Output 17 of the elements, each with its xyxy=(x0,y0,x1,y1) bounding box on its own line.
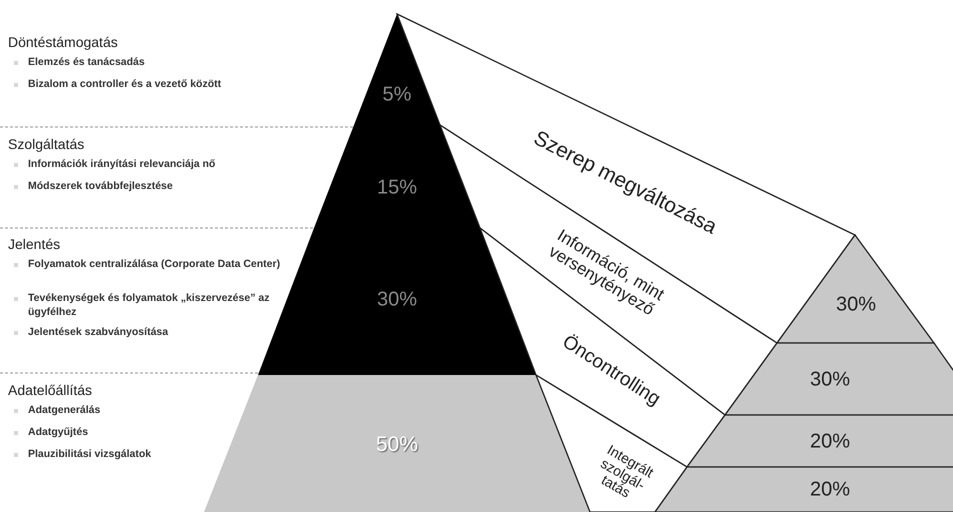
section-heading: Jelentés xyxy=(8,236,60,252)
percentage-label: 15% xyxy=(376,178,418,198)
section-heading: Döntéstámogatás xyxy=(8,34,118,50)
percentage-label: 5% xyxy=(382,84,412,106)
section-heading: Adatelőállítás xyxy=(8,382,92,398)
percentage-label: 30% xyxy=(808,370,852,390)
percentage-label: 20% xyxy=(808,432,852,452)
section-heading: Szolgáltatás xyxy=(8,136,84,152)
pyramid-tier xyxy=(655,467,953,512)
pyramid-tier xyxy=(777,235,934,343)
pyramid-tier xyxy=(354,14,440,125)
percentage-label: 30% xyxy=(834,294,878,316)
pyramid-tier xyxy=(687,415,953,467)
pyramid-tier xyxy=(725,343,953,415)
percentage-label: 50% xyxy=(374,434,420,456)
percentage-label: 20% xyxy=(808,480,852,500)
percentage-label: 30% xyxy=(376,290,418,310)
